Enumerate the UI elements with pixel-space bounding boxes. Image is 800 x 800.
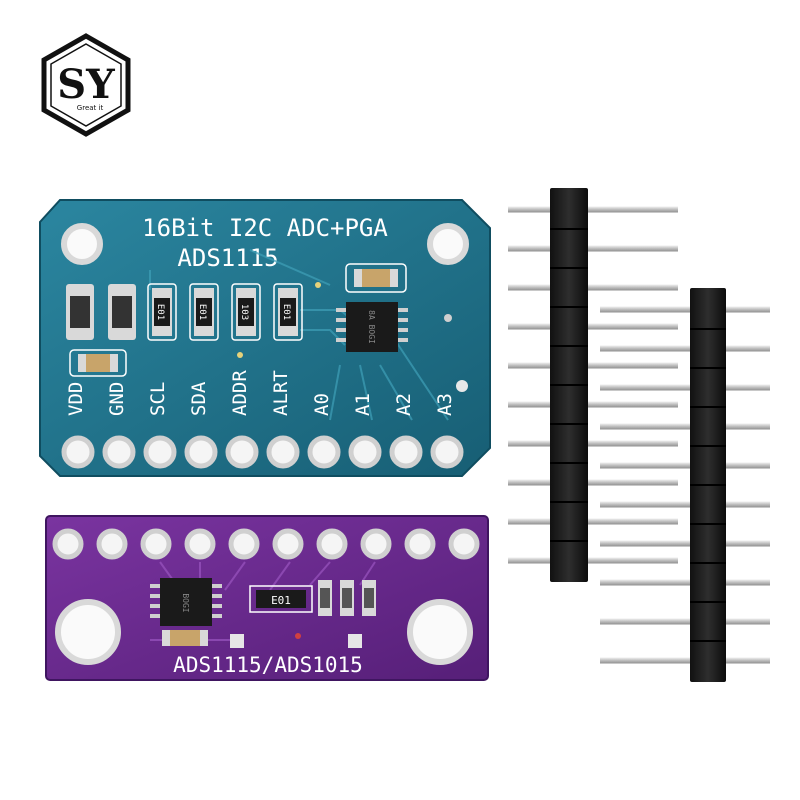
adc-chip: 8A BOGI	[336, 302, 408, 352]
pin-pad	[184, 435, 218, 469]
resistor-marking: E01	[281, 304, 291, 320]
header-pin	[508, 362, 678, 369]
purple-adc-board: BOGI E01 ADS1115/ADS1015	[45, 515, 489, 681]
header-pin	[508, 440, 678, 447]
header-pin	[600, 657, 770, 664]
blue-pin-row: VDD GND SCL SDA ADDR ALRT A0 A1 A2 A3	[61, 370, 464, 469]
pin-label-sda: SDA	[188, 381, 210, 416]
pin-pad	[61, 435, 95, 469]
blue-adc-board: 16Bit I2C ADC+PGA ADS1115 E01 E01 103 E01	[39, 199, 491, 477]
mount-hole	[407, 599, 473, 665]
resistor-marking: E01	[155, 304, 165, 320]
resistor-array: E01 E01 103 E01	[147, 283, 303, 341]
pin-label-vdd: VDD	[65, 382, 87, 416]
pin-label-addr: ADDR	[229, 370, 251, 416]
pin-label-scl: SCL	[147, 382, 169, 416]
resistor-marking: E01	[197, 304, 207, 320]
pin-pad	[140, 528, 172, 560]
header-pin	[508, 479, 678, 486]
board-model: ADS1115	[177, 244, 278, 272]
header-pin	[600, 345, 770, 352]
header-pin	[600, 462, 770, 469]
header-pin	[508, 206, 678, 213]
header-pin	[600, 384, 770, 391]
pin-pad	[389, 435, 423, 469]
pin-pad	[360, 528, 392, 560]
pin-label-a1: A1	[352, 393, 374, 416]
header-pin	[600, 540, 770, 547]
pin-pad	[348, 435, 382, 469]
pin-label-a0: A0	[311, 393, 333, 416]
pin-label-a3: A3	[434, 393, 456, 416]
mount-hole	[61, 223, 103, 265]
header-pin	[508, 557, 678, 564]
purple-pin-row	[52, 528, 480, 560]
brand-logo: SY Great it	[41, 33, 131, 137]
pin-pad	[143, 435, 177, 469]
pin-pad	[96, 528, 128, 560]
pin-pad	[430, 435, 464, 469]
pin-pad	[404, 528, 436, 560]
svg-text:E01: E01	[271, 594, 291, 607]
smd-components: E01 E01 103 E01 8A BOGI	[66, 263, 468, 392]
header-pin	[600, 501, 770, 508]
pin-pad	[307, 435, 341, 469]
pin-pad	[316, 528, 348, 560]
pin-pad	[184, 528, 216, 560]
pin-label-a2: A2	[393, 393, 415, 416]
pin-label-alrt: ALRT	[270, 370, 292, 416]
resistor-marking: 103	[239, 304, 249, 320]
header-pin	[508, 323, 678, 330]
purple-adc-chip: BOGI	[150, 578, 222, 626]
pin-pad	[102, 435, 136, 469]
purple-board-label: ADS1115/ADS1015	[173, 653, 363, 677]
mount-hole	[427, 223, 469, 265]
header-pin	[600, 618, 770, 625]
header-pin	[600, 306, 770, 313]
header-pin	[600, 579, 770, 586]
header-pin	[508, 245, 678, 252]
header-pin	[508, 401, 678, 408]
svg-text:8A BOGI: 8A BOGI	[367, 310, 376, 344]
pin-label-gnd: GND	[106, 382, 128, 416]
logo-letters: SY	[57, 61, 115, 108]
header-pin	[508, 284, 678, 291]
header-pin	[600, 423, 770, 430]
pin-pad	[448, 528, 480, 560]
pin-pad	[272, 528, 304, 560]
pin-pad	[266, 435, 300, 469]
pin-pad	[228, 528, 260, 560]
mount-hole	[55, 599, 121, 665]
board-title: 16Bit I2C ADC+PGA	[142, 214, 388, 242]
logo-tagline: Great it	[77, 104, 104, 112]
pin-header-long	[508, 188, 678, 582]
pin-pad	[52, 528, 84, 560]
header-pin	[508, 518, 678, 525]
pin-pad	[225, 435, 259, 469]
svg-text:BOGI: BOGI	[181, 593, 190, 612]
pin-header-short	[600, 288, 770, 682]
